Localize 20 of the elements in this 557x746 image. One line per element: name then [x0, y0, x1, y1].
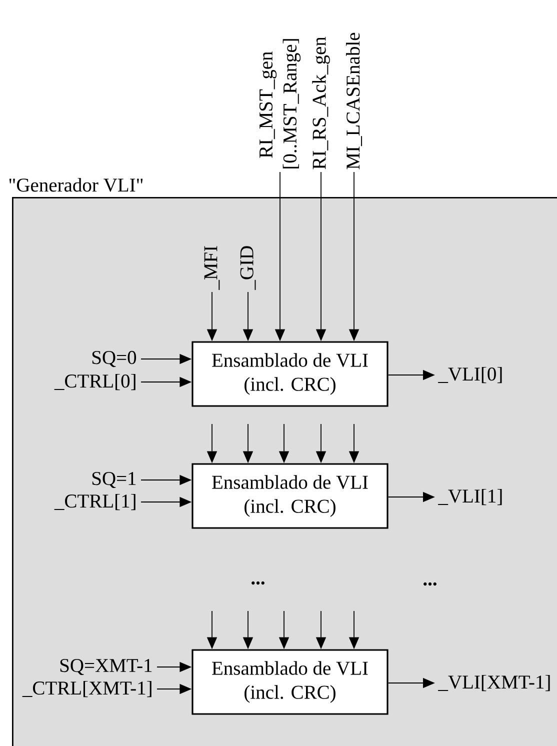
signal-label: _VLI[1]	[438, 488, 502, 506]
signal-label: SQ=XMT-1	[60, 658, 152, 676]
process-box: Ensamblado de VLI (incl. CRC)	[192, 463, 388, 529]
signal-label: _VLI[0]	[438, 366, 502, 384]
signal-label: _CTRL[1]	[54, 494, 136, 510]
process-box: Ensamblado de VLI (incl. CRC)	[192, 649, 388, 715]
signal-label: _GID	[240, 246, 256, 290]
signal-label: _MFI	[204, 246, 220, 290]
process-box: Ensamblado de VLI (incl. CRC)	[192, 341, 388, 407]
ellipsis-label: ...	[424, 582, 436, 586]
signal-label: RI_MST_gen [0..MST_Range]	[259, 39, 301, 168]
signal-label: SQ=1	[92, 472, 136, 488]
ellipsis-label: ...	[252, 581, 264, 585]
signal-label: RI_RS_Ack_gen	[312, 36, 330, 170]
signal-label: _VLI[XMT-1]	[438, 674, 550, 692]
signal-label: _CTRL[0]	[54, 374, 136, 390]
signal-label: _CTRL[XMT-1]	[22, 680, 152, 698]
signal-label: MI_LCASEnable	[346, 32, 362, 170]
node-label: "Generador VLI"	[9, 178, 143, 192]
signal-label: SQ=0	[92, 350, 136, 368]
